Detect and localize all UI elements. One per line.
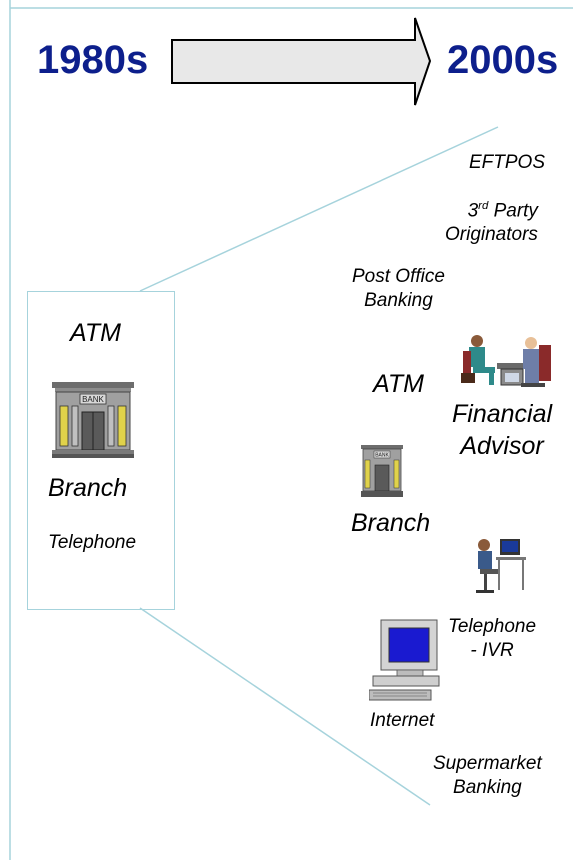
financial-advisor-line2: Advisor: [460, 432, 544, 460]
era-start-label: 1980s: [37, 38, 149, 82]
past-branch-label: Branch: [48, 474, 128, 502]
bank-sign-text: BANK: [82, 395, 104, 404]
bank-small-sign-text: BANK: [375, 453, 389, 459]
timeline-arrow: [171, 17, 432, 106]
wedge-bottom-line: [139, 607, 431, 806]
future-branch-label: Branch: [351, 509, 431, 537]
telephone-ivr-label: Telephone - IVR: [448, 615, 536, 663]
financial-advisor-line1: Financial: [452, 400, 553, 428]
third-party-rest: Party: [488, 200, 538, 222]
supermarket-line1: Supermarket: [433, 753, 542, 774]
telephone-operator-icon: [476, 539, 526, 593]
wedge-top-line: [139, 126, 499, 292]
third-party-line2: Originators: [445, 224, 538, 246]
third-party-sup: rd: [478, 200, 489, 212]
bank-building-icon: BANK: [52, 382, 134, 458]
post-office-line1: Post Office: [352, 266, 445, 287]
past-channels-box: [27, 291, 175, 610]
era-end-label: 2000s: [447, 38, 559, 82]
future-atm-label: ATM: [373, 370, 424, 398]
post-office-line2: Banking: [364, 289, 433, 311]
telephone-ivr-line1: Telephone: [448, 616, 537, 637]
post-office-banking-label: Post Office Banking: [352, 265, 445, 313]
financial-advisor-label: Financial Advisor: [452, 398, 552, 462]
bank-building-small-icon: BANK: [361, 445, 403, 497]
telephone-ivr-line2: - IVR: [470, 639, 514, 661]
third-party-originators-label: 3rd Party Originators: [445, 199, 538, 247]
internet-label: Internet: [370, 710, 435, 731]
supermarket-banking-label: Supermarket Banking: [433, 752, 542, 800]
financial-advisor-icon: [461, 335, 551, 387]
eftpos-label: EFTPOS: [469, 152, 546, 173]
supermarket-line2: Banking: [453, 776, 522, 798]
past-atm-label: ATM: [70, 319, 121, 347]
third-party-prefix: 3: [467, 200, 479, 222]
computer-icon: [369, 619, 440, 701]
past-telephone-label: Telephone: [48, 532, 137, 553]
